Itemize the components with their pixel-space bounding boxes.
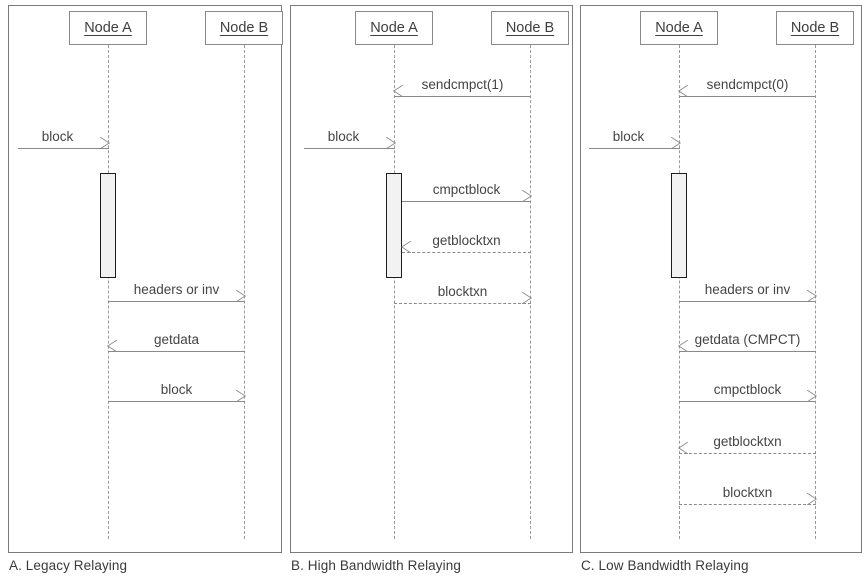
actor-label-node-a: Node A [655,20,703,36]
activation-bar-node-a [386,173,402,278]
message-line [108,401,245,402]
message-line [679,401,816,402]
actor-label-node-b: Node B [790,20,840,36]
message-line [679,301,816,302]
message-line [108,351,245,352]
actor-box-node-a: Node A [355,11,433,45]
panel-low-bandwidth-relaying: Node A Node B sendcmpct(0) block headers… [580,5,862,553]
message-line [679,96,816,97]
panel-caption-b: B. High Bandwidth Relaying [291,558,461,573]
message-label: headers or inv [704,281,791,297]
message-line [402,201,531,202]
message-label: blocktxn [437,283,488,299]
message-line [18,148,109,149]
message-label: headers or inv [133,281,220,297]
actor-box-node-b: Node B [205,11,283,45]
message-label: sendcmpct(0) [706,76,789,92]
message-label: getblocktxn [432,232,501,248]
actor-box-node-a: Node A [640,11,718,45]
message-label: cmpctblock [713,381,782,397]
actor-label-node-a: Node A [84,20,132,36]
message-label: sendcmpct(1) [421,76,504,92]
message-label: getdata [153,331,200,347]
message-line [394,96,531,97]
lifeline-node-a [394,45,395,539]
lifeline-node-a [679,45,680,539]
message-label: blocktxn [722,484,773,500]
lifeline-node-a [108,45,109,539]
actor-box-node-a: Node A [69,11,147,45]
message-line [108,301,245,302]
message-label: cmpctblock [432,181,501,197]
message-label: block [41,128,74,144]
message-line [394,303,531,304]
panel-caption-c: C. Low Bandwidth Relaying [581,558,749,573]
panel-legacy-relaying: Node A Node B block headers or inv getda… [8,5,283,553]
message-line [589,148,680,149]
message-label: block [160,381,193,397]
actor-box-node-b: Node B [491,11,569,45]
actor-box-node-b: Node B [776,11,854,45]
message-label: block [612,128,645,144]
actor-label-node-b: Node B [219,20,269,36]
actor-label-node-b: Node B [505,20,555,36]
lifeline-node-b [530,45,531,539]
message-label: getdata (CMPCT) [694,331,801,347]
lifeline-node-b [244,45,245,539]
lifeline-node-b [815,45,816,539]
message-line [304,148,395,149]
panel-caption-a: A. Legacy Relaying [9,558,128,573]
message-line [679,453,816,454]
message-line [679,504,816,505]
message-label: getblocktxn [713,433,782,449]
activation-bar-node-a [100,173,116,278]
activation-bar-node-a [671,173,687,278]
message-line [402,252,531,253]
actor-label-node-a: Node A [370,20,418,36]
message-label: block [327,128,360,144]
panel-high-bandwidth-relaying: Node A Node B sendcmpct(1) block cmpctbl… [290,5,573,553]
message-line [679,351,816,352]
